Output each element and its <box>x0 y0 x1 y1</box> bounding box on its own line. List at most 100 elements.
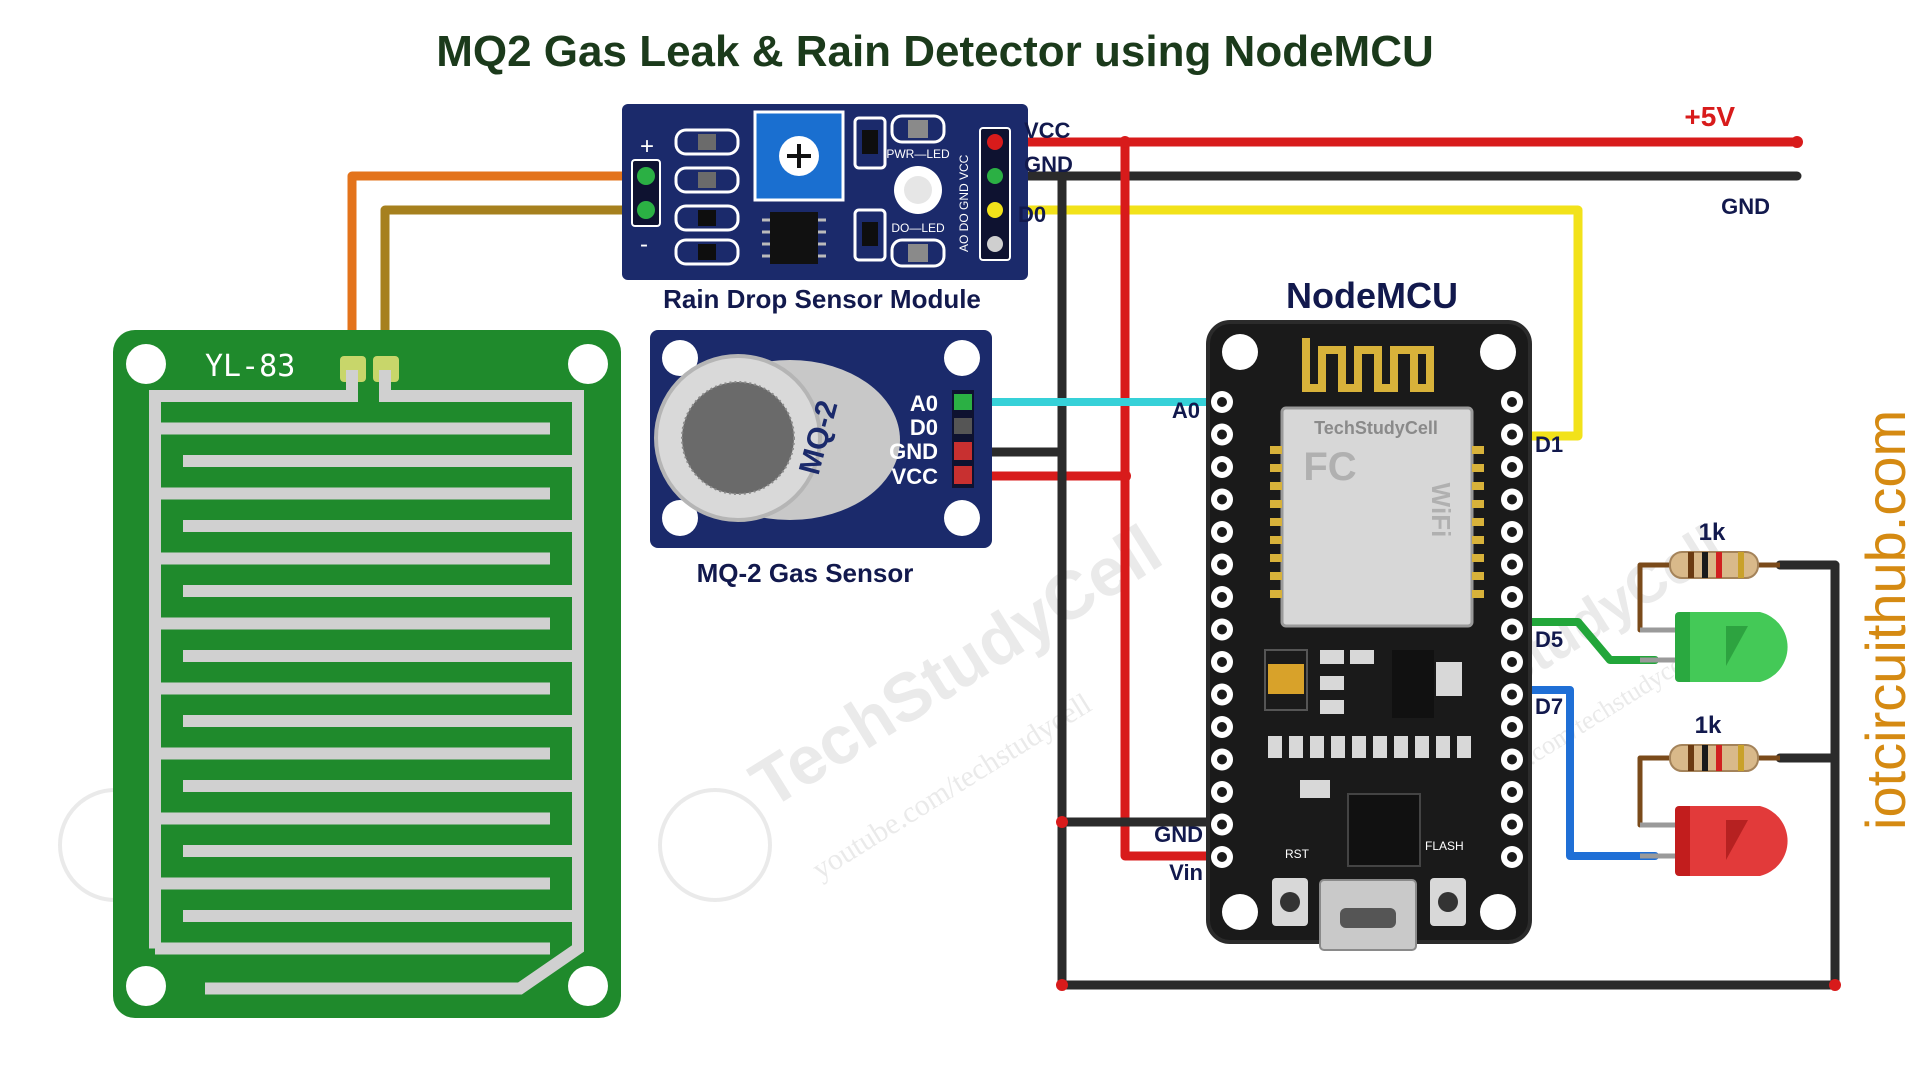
rain-probe-hole-tl <box>126 344 166 384</box>
header-pin-right-hole <box>1507 397 1517 407</box>
header-pin-right-hole <box>1507 494 1517 505</box>
rain-module-probe-pin-1 <box>637 167 655 185</box>
mq2-pin-gnd <box>954 442 972 460</box>
onboard-pad <box>1331 736 1345 758</box>
esp-pad-left <box>1270 554 1282 562</box>
mq2-sensor-mesh <box>682 382 794 494</box>
junction-gnd-bottom-left <box>1056 979 1068 991</box>
smd-led <box>1300 780 1330 798</box>
header-pin-left-hole <box>1217 787 1227 797</box>
red-led-die <box>1726 820 1748 860</box>
rain-module-minus: - <box>640 231 648 258</box>
nodemcu-hole-tl <box>1222 334 1258 370</box>
header-pin-right-hole <box>1507 592 1517 602</box>
header-pin-right-hole <box>1507 852 1517 862</box>
mq2-sensor-mesh-ring <box>681 381 795 495</box>
header-pin-left-hole <box>1217 657 1227 667</box>
rain-module-label-gnd: GND <box>1024 152 1073 177</box>
smd-small-1 <box>1320 650 1344 664</box>
rain-module-mount-hole-inner <box>904 176 932 204</box>
wires <box>347 137 1840 990</box>
junction-mq2-vcc <box>1119 470 1131 482</box>
esp-pad-left <box>1270 536 1282 544</box>
esp-module-shield <box>1280 406 1474 628</box>
rain-module-pin-d0 <box>987 202 1003 218</box>
header-pin-left-hole <box>1217 819 1227 830</box>
nodemcu-label-d5: D5 <box>1535 627 1563 652</box>
header-pin-right-hole <box>1507 624 1517 635</box>
mq2-pin-a0 <box>954 394 972 410</box>
rain-module-pin-gnd <box>987 168 1003 184</box>
wifi-antenna <box>1302 338 1434 392</box>
nodemcu-hole-tr <box>1480 334 1516 370</box>
esp-module-wifi: WiFi <box>1426 483 1456 538</box>
mq2-hole-br <box>944 500 980 536</box>
esp-pad-left <box>1270 590 1282 598</box>
mq2-name: MQ-2 Gas Sensor <box>697 558 914 588</box>
label-5v: +5V <box>1684 101 1735 132</box>
wire-r1-led-leg <box>1637 562 1658 633</box>
header-pin-right-hole <box>1507 722 1517 732</box>
onboard-pad <box>1436 736 1450 758</box>
micro-usb-slot <box>1340 908 1396 928</box>
esp-module-pads <box>1270 446 1484 598</box>
header-pin-right-hole <box>1507 819 1517 830</box>
rain-probe-hole-br <box>568 966 608 1006</box>
header-pin-left-hole <box>1217 429 1227 440</box>
esp-module-fc: FC <box>1303 445 1356 489</box>
potentiometer-cross <box>787 144 811 168</box>
smd-cap-2 <box>853 208 887 262</box>
header-pin-right-hole <box>1507 754 1517 765</box>
wire-d7-red-led <box>1521 686 1659 860</box>
resistor-2-body <box>1669 744 1759 772</box>
esp-pad-right <box>1472 536 1484 544</box>
header-pin-right-hole <box>1507 787 1517 797</box>
led-circuit: 1k 1k <box>1640 519 1788 876</box>
rain-probe-label: YL-83 <box>205 349 295 384</box>
header-pin-left-hole <box>1217 559 1227 570</box>
comparator-ic-legs <box>762 218 826 258</box>
green-led-die <box>1726 626 1748 666</box>
esp-pad-right <box>1472 446 1484 454</box>
smd-body-3 <box>698 210 716 226</box>
probe-trace-spine-left <box>149 370 358 949</box>
esp-pad-left <box>1270 464 1282 472</box>
mq2-pin-d0 <box>954 418 972 434</box>
capacitor-tantalum <box>1268 664 1304 694</box>
mq2-hole-bl <box>662 500 698 536</box>
comparator-ic <box>770 212 818 264</box>
mq2-label-a0: A0 <box>910 391 938 416</box>
wire-probe-orange <box>347 171 655 373</box>
smd-body-1 <box>698 134 716 150</box>
onboard-pad <box>1268 736 1282 758</box>
esp-pad-left <box>1270 446 1282 454</box>
esp-pad-left <box>1270 482 1282 490</box>
header-pin-right-hole <box>1507 657 1517 667</box>
nodemcu-name: NodeMCU <box>1286 275 1458 316</box>
probe-trace-spine-right <box>205 370 584 995</box>
rain-module-pin-a0 <box>987 236 1003 252</box>
junction-gnd-bottom-right <box>1829 979 1841 991</box>
wire-r2-led-leg <box>1637 755 1658 828</box>
onboard-pad-row <box>1268 736 1471 758</box>
smd-cap-2-body <box>862 222 878 246</box>
pwr-led <box>890 114 946 144</box>
resistor-1-band-4 <box>1738 552 1744 578</box>
esp-pad-right <box>1472 518 1484 526</box>
wire-5v-to-vin <box>1120 137 1215 861</box>
nodemcu-label-d7: D7 <box>1535 694 1563 719</box>
wire-rain-d0-to-d1 <box>995 205 1583 441</box>
header-pin-left-hole <box>1217 689 1227 700</box>
resistor-2-band-4 <box>1738 745 1744 771</box>
rain-module-plus: + <box>640 133 654 160</box>
do-led-body <box>908 244 928 262</box>
resistor-2-label: 1k <box>1695 712 1722 739</box>
onboard-pad <box>1352 736 1366 758</box>
smd-resistor-4 <box>674 238 740 266</box>
do-led-label: DO—LED <box>891 221 945 235</box>
smd-small-4 <box>1320 700 1344 714</box>
resistor-1-body <box>1669 551 1759 579</box>
header-pin-left-hole <box>1217 852 1227 862</box>
onboard-pad <box>1373 736 1387 758</box>
smd-small-2 <box>1350 650 1374 664</box>
